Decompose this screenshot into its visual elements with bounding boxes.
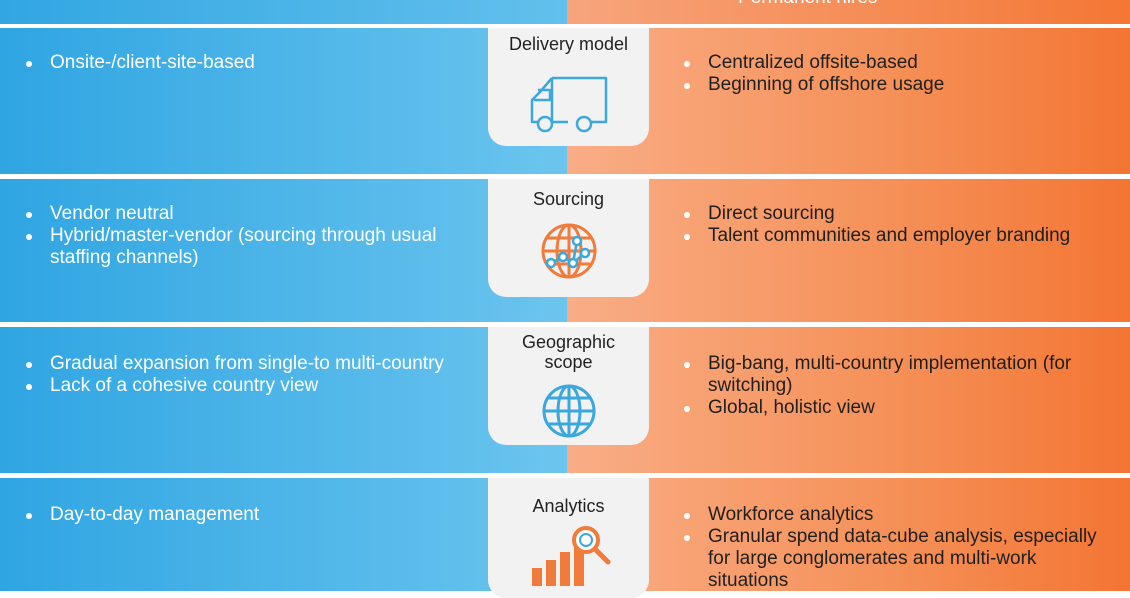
category-card-analytics: Analytics (488, 478, 649, 598)
category-card-geographic-scope: Geographic scope (488, 327, 649, 445)
left-bullets: Day-to-day management (22, 504, 472, 526)
list-item: Gradual expansion from single-to multi-c… (22, 353, 472, 375)
right-panel (567, 28, 1130, 174)
left-panel (0, 179, 567, 322)
row-geographic-scope: Gradual expansion from single-to multi-c… (0, 327, 1130, 473)
top-band-right: Permanent hires (567, 0, 1130, 24)
right-panel (567, 327, 1130, 473)
list-item: Onsite-/client-site-based (22, 52, 472, 74)
right-panel (567, 478, 1130, 591)
left-panel (0, 28, 567, 174)
category-card-sourcing: Sourcing (488, 179, 649, 297)
row-delivery-model: Onsite-/client-site-based Centralized of… (0, 28, 1130, 174)
category-title: Geographic scope (521, 332, 616, 372)
row-analytics: Day-to-day management Workforce analytic… (0, 478, 1130, 598)
right-bullets: Workforce analytics Granular spend data-… (680, 504, 1110, 592)
right-bullets: Centralized offsite-based Beginning of o… (680, 52, 1110, 96)
list-item: Lack of a cohesive country view (22, 375, 472, 397)
category-title: Delivery model (508, 34, 629, 54)
column-header-permanent-hires: Permanent hires (738, 0, 877, 9)
category-title: Sourcing (532, 189, 605, 209)
list-item: Direct sourcing (680, 203, 1110, 225)
globe-icon (542, 384, 595, 438)
right-panel (567, 179, 1130, 322)
list-item: Big-bang, multi-country implementation (… (680, 353, 1110, 397)
left-panel (0, 327, 567, 473)
category-card-delivery-model: Delivery model (488, 28, 649, 146)
top-band-left (0, 0, 567, 24)
left-bullets: Gradual expansion from single-to multi-c… (22, 353, 472, 397)
list-item: Workforce analytics (680, 504, 1110, 526)
list-item: Day-to-day management (22, 504, 472, 526)
list-item: Global, holistic view (680, 397, 1110, 419)
list-item: Vendor neutral (22, 203, 472, 225)
list-item: Granular spend data-cube analysis, espec… (680, 526, 1110, 592)
list-item: Beginning of offshore usage (680, 74, 1110, 96)
left-bullets: Vendor neutral Hybrid/master-vendor (sou… (22, 203, 472, 269)
list-item: Hybrid/master-vendor (sourcing through u… (22, 225, 472, 269)
category-title: Analytics (532, 496, 605, 516)
analytics-chart-magnifier-icon (531, 526, 610, 586)
row-sourcing: Vendor neutral Hybrid/master-vendor (sou… (0, 179, 1130, 322)
list-item: Centralized offsite-based (680, 52, 1110, 74)
right-bullets: Direct sourcing Talent communities and e… (680, 203, 1110, 247)
left-panel (0, 478, 567, 591)
right-bullets: Big-bang, multi-country implementation (… (680, 353, 1110, 419)
sourcing-network-globe-icon (541, 223, 596, 279)
delivery-truck-icon (530, 76, 607, 133)
left-bullets: Onsite-/client-site-based (22, 52, 472, 74)
list-item: Talent communities and employer branding (680, 225, 1110, 247)
